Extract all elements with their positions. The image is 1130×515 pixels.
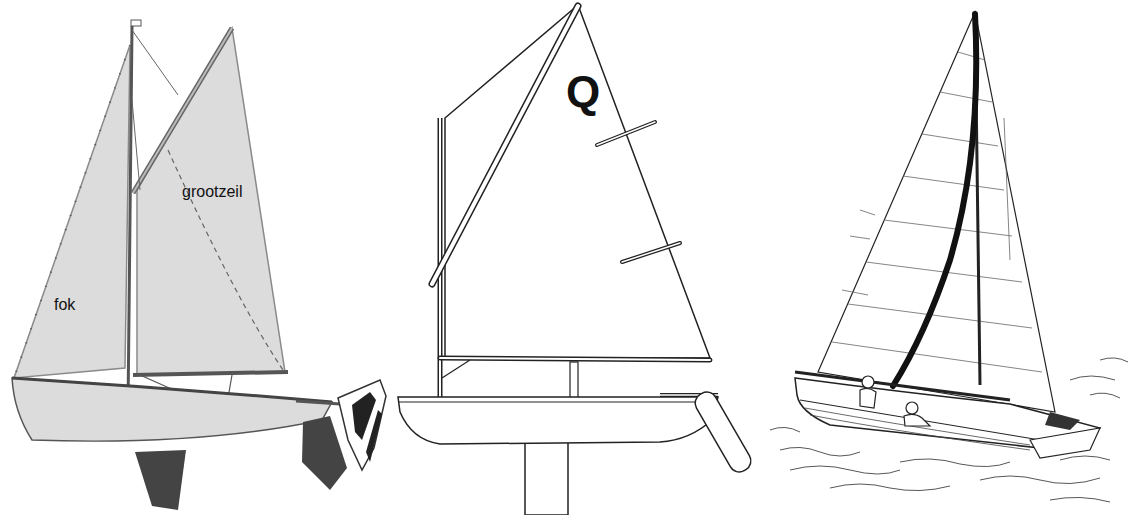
rudder (691, 388, 754, 475)
halyard (132, 30, 178, 95)
sail-seams (832, 52, 1042, 372)
vang (442, 360, 470, 378)
gunwale (12, 378, 332, 402)
planking (810, 415, 1030, 450)
batten-highlight (597, 122, 655, 145)
sail-luff (893, 14, 976, 386)
sail-curve (168, 150, 283, 370)
halyard (132, 100, 140, 190)
jib-hanks (14, 45, 130, 378)
mast (128, 26, 132, 410)
hull-shadow (1045, 412, 1080, 430)
boom (133, 372, 288, 375)
batten (597, 122, 655, 145)
second-hull (1030, 428, 1100, 458)
boom (440, 358, 710, 360)
boom-highlight (440, 358, 710, 360)
jib-sail (14, 45, 130, 378)
main-sail (137, 28, 285, 375)
catamaran (770, 12, 1128, 502)
flag (338, 380, 386, 470)
main-sail (818, 12, 1055, 412)
rudder (302, 416, 347, 490)
keel (135, 450, 186, 510)
sail-label: fok (54, 297, 75, 313)
batten-highlight (622, 243, 680, 262)
batten (622, 243, 680, 262)
gaff-dinghy (12, 20, 386, 510)
gunwale (398, 402, 716, 403)
sprit-highlight (432, 6, 578, 284)
crew (860, 376, 930, 426)
gaff-highlight (133, 28, 232, 193)
daggerboard (525, 440, 568, 515)
planking (805, 408, 1030, 445)
tiller (296, 401, 340, 404)
flag-stripe (366, 410, 382, 462)
sprit (432, 6, 578, 284)
class-logo: Q (566, 70, 600, 114)
sheet-block (570, 362, 578, 400)
sail-label: grootzeil (182, 184, 242, 200)
mast-flag (131, 20, 141, 26)
water-sketch (770, 358, 1128, 502)
hull (12, 378, 332, 441)
hull (398, 397, 718, 444)
optimist-dinghy (398, 5, 755, 515)
gaff (133, 28, 232, 193)
